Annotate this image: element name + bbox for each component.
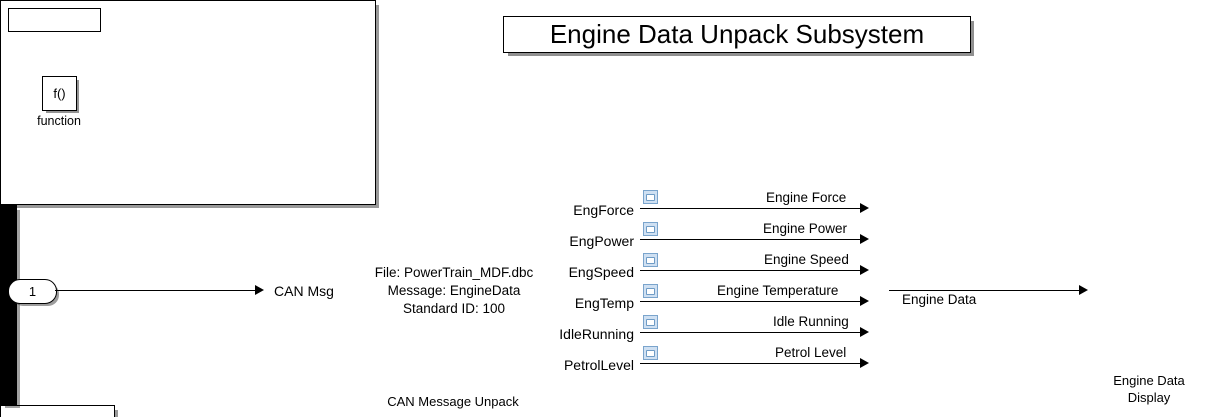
signal-viewer-icon-inner bbox=[646, 287, 655, 295]
signal-viewer-icon-inner bbox=[646, 225, 655, 233]
signal-viewer-icon-inner bbox=[646, 349, 655, 357]
signal-label-idle-running: Idle Running bbox=[773, 314, 849, 329]
can-message-unpack-block[interactable] bbox=[0, 0, 376, 205]
signal-label-engine-force: Engine Force bbox=[766, 190, 847, 205]
signal-viewer-icon[interactable] bbox=[643, 222, 658, 236]
signal-line-engine-force bbox=[640, 208, 862, 209]
inport-block-1[interactable]: 1 bbox=[8, 279, 57, 304]
arrow-head-bus-in-4 bbox=[860, 296, 869, 306]
can-info-line-id: Standard ID: 100 bbox=[402, 300, 506, 316]
display-value-field[interactable] bbox=[8, 8, 101, 32]
engine-data-display-block[interactable] bbox=[0, 8, 115, 417]
signal-viewer-icon[interactable] bbox=[643, 346, 658, 360]
arrow-head-bus-in-3 bbox=[860, 265, 869, 275]
can-info-line-file: File: PowerTrain_MDF.dbc bbox=[374, 265, 534, 280]
signal-label-petrol-level: Petrol Level bbox=[775, 345, 847, 360]
signal-viewer-icon-inner bbox=[646, 256, 655, 264]
signal-viewer-icon[interactable] bbox=[643, 190, 658, 204]
title-annotation[interactable]: Engine Data Unpack Subsystem bbox=[503, 16, 971, 53]
signal-viewer-icon-inner bbox=[646, 193, 655, 201]
signal-label-engine-data: Engine Data bbox=[902, 292, 977, 307]
arrow-head-bus-in-2 bbox=[860, 234, 869, 244]
title-annotation-label: Engine Data Unpack Subsystem bbox=[549, 19, 925, 49]
can-unpack-info-text: File: PowerTrain_MDF.dbc Message: Engine… bbox=[330, 264, 578, 317]
display-caption-line-1: Engine Data bbox=[1113, 373, 1185, 388]
output-port-label-engforce: EngForce bbox=[573, 202, 634, 218]
signal-label-engine-power: Engine Power bbox=[763, 221, 848, 236]
arrow-head-can-input bbox=[255, 285, 264, 295]
output-port-label-engspeed: EngSpeed bbox=[568, 264, 634, 280]
signal-viewer-icon[interactable] bbox=[643, 315, 658, 329]
signal-line-engine-temperature bbox=[640, 301, 862, 302]
inport-number: 1 bbox=[28, 284, 37, 299]
signal-line-engine-power bbox=[640, 239, 862, 240]
bus-creator-block[interactable] bbox=[0, 205, 17, 405]
signal-line-engine-speed bbox=[640, 270, 862, 271]
arrow-head-bus-in-5 bbox=[860, 327, 869, 337]
signal-viewer-icon-inner bbox=[646, 318, 655, 326]
signal-label-engine-temperature: Engine Temperature bbox=[717, 283, 839, 298]
signal-label-engine-speed: Engine Speed bbox=[764, 252, 849, 267]
arrow-head-display-input bbox=[1079, 285, 1088, 295]
arrow-head-bus-in-1 bbox=[860, 203, 869, 213]
function-block-caption: function bbox=[37, 114, 81, 128]
signal-line-petrol-level bbox=[640, 363, 862, 364]
output-port-label-idlerunning: IdleRunning bbox=[559, 326, 634, 342]
output-port-label-petrollevel: PetrolLevel bbox=[563, 357, 634, 373]
can-unpack-block-caption: CAN Message Unpack bbox=[387, 394, 519, 409]
signal-viewer-icon[interactable] bbox=[643, 253, 658, 267]
signal-line-idle-running bbox=[640, 332, 862, 333]
arrow-head-bus-in-6 bbox=[860, 358, 869, 368]
signal-line-engine-data bbox=[889, 290, 1081, 291]
signal-line-inport-to-can bbox=[55, 290, 255, 291]
function-block-glyph: f() bbox=[53, 86, 66, 101]
output-port-label-engtemp: EngTemp bbox=[574, 295, 634, 311]
can-info-line-message: Message: EngineData bbox=[387, 282, 521, 298]
signal-viewer-icon[interactable] bbox=[643, 284, 658, 298]
output-port-label-engpower: EngPower bbox=[569, 233, 634, 249]
function-block[interactable]: f() bbox=[42, 76, 77, 111]
can-msg-input-port-label: CAN Msg bbox=[274, 283, 334, 299]
display-caption-line-2: Display bbox=[1127, 389, 1171, 405]
display-block-caption: Engine Data Display bbox=[1088, 373, 1210, 406]
